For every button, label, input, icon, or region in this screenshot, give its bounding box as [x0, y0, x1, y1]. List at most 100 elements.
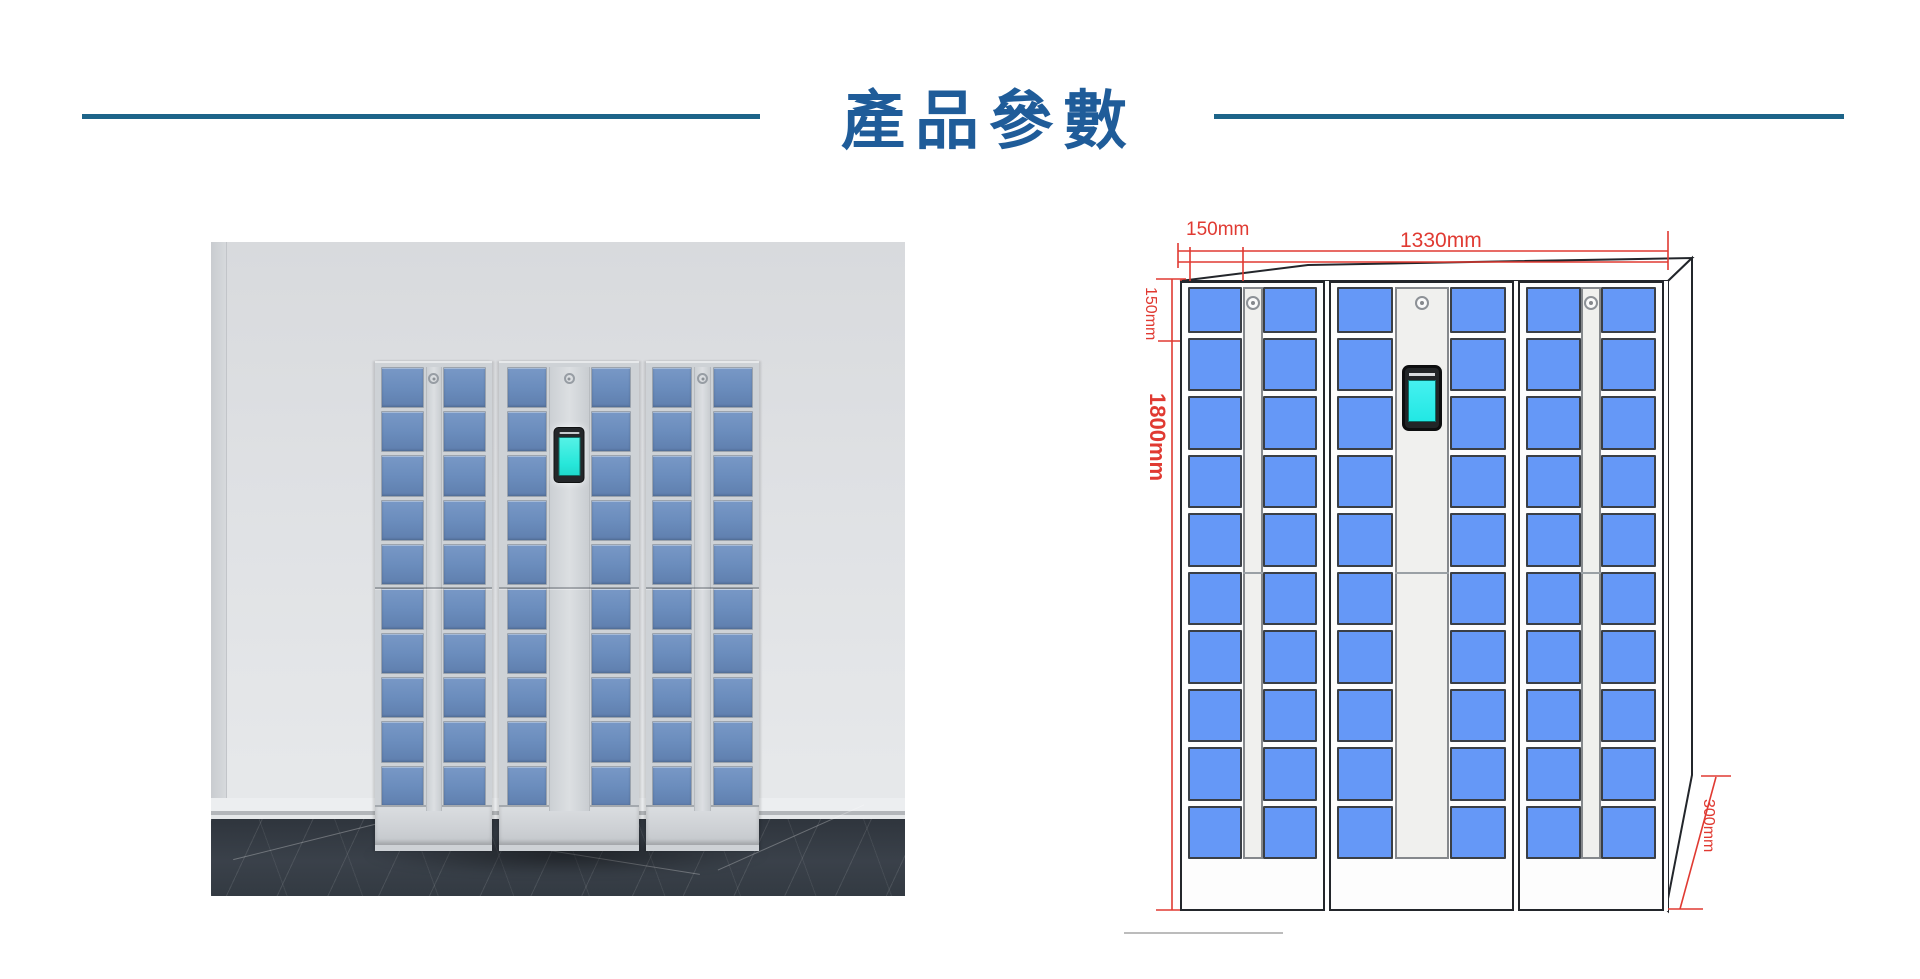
- drawing-cabinet: [1180, 281, 1325, 911]
- locker-door: [1450, 747, 1506, 801]
- locker-door: [713, 676, 753, 719]
- locker-door: [381, 588, 424, 630]
- locker-door: [1601, 513, 1656, 567]
- door-column: [507, 367, 547, 811]
- locker-door: [652, 411, 692, 453]
- locker-door: [1337, 630, 1393, 684]
- locker-door: [381, 411, 424, 453]
- locker-door: [1263, 287, 1317, 333]
- locker-cabinet: [646, 361, 759, 851]
- center-strip: [1581, 287, 1601, 859]
- touch-screen: [1407, 380, 1436, 422]
- locker-door: [1601, 454, 1656, 509]
- door-column: [1450, 287, 1506, 859]
- locker-door: [1526, 571, 1581, 626]
- lock-icon: [1584, 296, 1598, 310]
- locker-door: [713, 411, 753, 453]
- locker-door: [381, 455, 424, 497]
- locker-door: [1450, 287, 1506, 333]
- locker-door: [507, 721, 547, 763]
- locker-door: [1526, 338, 1581, 392]
- locker-door: [1263, 747, 1317, 801]
- locker-door: [652, 543, 692, 586]
- locker-door: [1337, 688, 1393, 743]
- locker-door: [1188, 805, 1242, 859]
- locker-door: [1188, 454, 1242, 509]
- locker-door: [1601, 747, 1656, 801]
- locker-door: [713, 543, 753, 586]
- door-column: [652, 367, 692, 811]
- locker-door: [1188, 571, 1242, 626]
- control-panel: [1401, 365, 1442, 431]
- center-strip: [694, 367, 711, 811]
- door-column: [443, 367, 486, 811]
- locker-door: [652, 765, 692, 807]
- locker-door: [652, 499, 692, 541]
- dimension-label-total-height: 1800mm: [1145, 393, 1170, 482]
- locker-door: [443, 676, 486, 719]
- locker-door: [591, 367, 631, 408]
- locker-door: [591, 543, 631, 586]
- locker-door: [713, 765, 753, 807]
- locker-door: [381, 765, 424, 807]
- locker-door: [381, 676, 424, 719]
- locker-door: [652, 676, 692, 719]
- locker-door: [443, 411, 486, 453]
- locker-door: [1263, 630, 1317, 684]
- locker-door: [1337, 287, 1393, 333]
- cabinet-seam: [1394, 572, 1449, 574]
- locker-door: [1263, 454, 1317, 509]
- cabinet-seam: [1581, 572, 1601, 574]
- door-column: [1601, 287, 1656, 859]
- locker-door: [1601, 630, 1656, 684]
- title-divider-left: [82, 114, 760, 119]
- locker-door: [1526, 630, 1581, 684]
- page-title: 產品參數: [841, 85, 1137, 157]
- locker-door: [1337, 513, 1393, 567]
- locker-door: [713, 588, 753, 630]
- locker-door: [1337, 747, 1393, 801]
- locker-door: [443, 721, 486, 763]
- cabinet-seam: [646, 587, 759, 589]
- locker-door: [1188, 688, 1242, 743]
- locker-door: [507, 676, 547, 719]
- locker-door: [1601, 805, 1656, 859]
- locker-door: [1337, 454, 1393, 509]
- locker-door: [713, 499, 753, 541]
- locker-door: [1450, 688, 1506, 743]
- center-strip: [1242, 287, 1263, 859]
- drawing-cabinet-main: [1329, 281, 1514, 911]
- locker-door: [1601, 338, 1656, 392]
- locker-door: [1337, 805, 1393, 859]
- locker-door: [652, 367, 692, 408]
- locker-door: [1601, 287, 1656, 333]
- locker-door: [507, 367, 547, 408]
- lock-icon: [697, 373, 708, 384]
- locker-door: [1263, 688, 1317, 743]
- door-column: [1526, 287, 1581, 859]
- cabinet-seam: [1242, 572, 1263, 574]
- locker-door: [713, 721, 753, 763]
- locker-cabinet: [375, 361, 492, 851]
- card-slot-icon: [559, 432, 579, 434]
- locker-door: [443, 765, 486, 807]
- locker-door: [381, 499, 424, 541]
- locker-door: [381, 721, 424, 763]
- locker-door: [1526, 454, 1581, 509]
- locker-door: [652, 721, 692, 763]
- locker-door: [1188, 396, 1242, 450]
- locker-door: [1526, 747, 1581, 801]
- locker-door: [591, 765, 631, 807]
- locker-door: [443, 543, 486, 586]
- control-panel: [553, 427, 585, 483]
- locker-door: [1450, 805, 1506, 859]
- center-strip: [1394, 287, 1449, 859]
- locker-door: [1450, 571, 1506, 626]
- door-column: [1188, 287, 1242, 859]
- locker-door: [507, 411, 547, 453]
- locker-door: [507, 455, 547, 497]
- dimension-label-first-row-height: 150mm: [1142, 287, 1159, 341]
- locker-door: [1188, 338, 1242, 392]
- locker-door: [1601, 688, 1656, 743]
- door-column: [591, 367, 631, 811]
